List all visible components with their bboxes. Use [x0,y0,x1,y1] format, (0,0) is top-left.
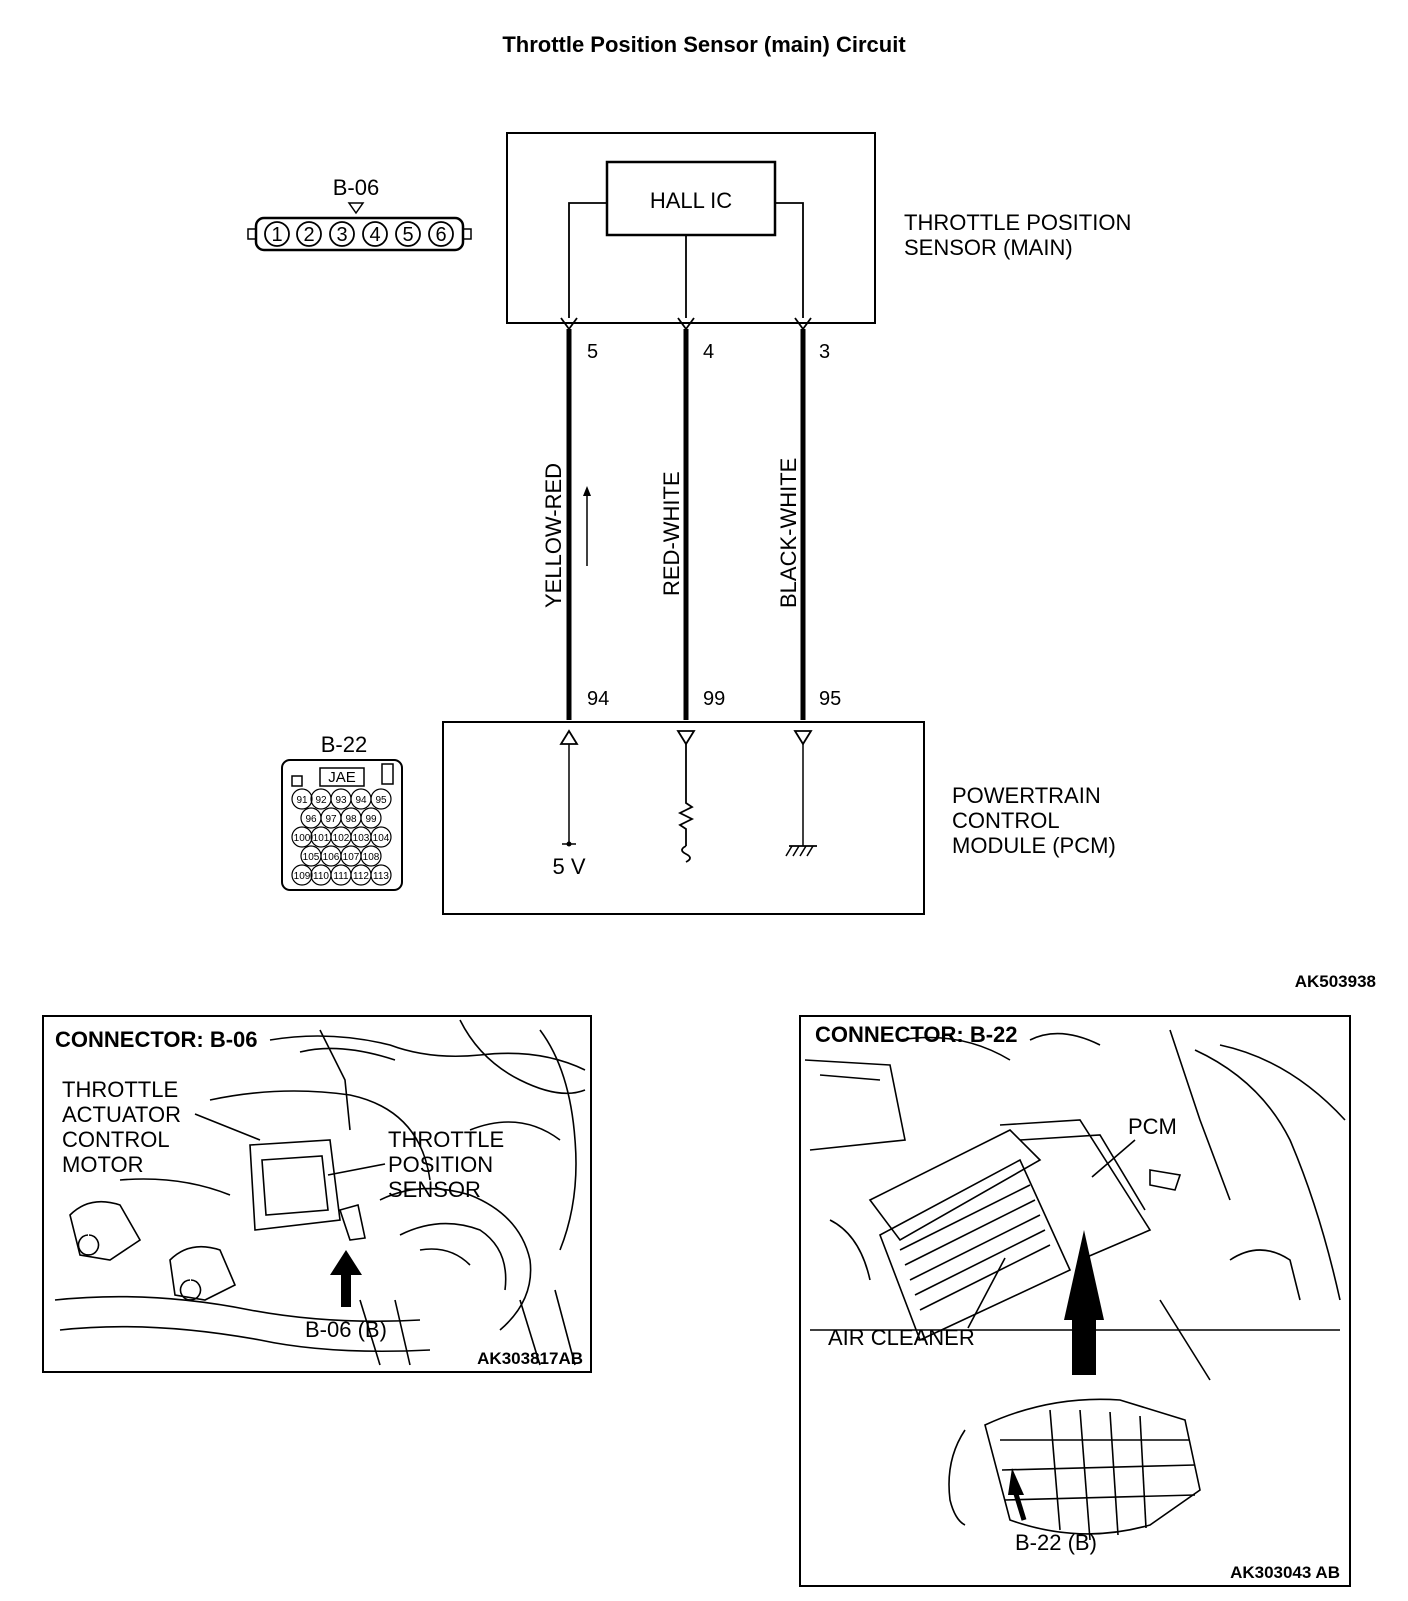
callout-label: AIR CLEANER [828,1325,975,1350]
b22-pin: 104 [373,833,390,844]
photo-panel-b22: CONNECTOR: B-22 PCM AIR CLEANER B-22 (B)… [799,1015,1351,1587]
panel-heading: CONNECTOR: B-06 [55,1027,258,1052]
throttle-position-sensor: HALL IC THROTTLE POSITION SENSOR (MAIN) [506,132,1131,331]
engine-bay-illustration [804,1029,1346,1541]
callout-label: THROTTLE [62,1077,178,1102]
photo-panel-b06: CONNECTOR: B-06 THROTTLE ACTUATOR CONTRO… [42,1015,592,1373]
connector-b22-pin-numbers: 91 92 93 94 95 96 97 98 99 100 101 102 1… [294,795,390,882]
input-arrow-icon [559,729,579,745]
callout-label: POSITION [388,1152,493,1177]
connector-b06: B-06 1 2 3 4 5 6 [247,175,472,252]
b22-pin: 97 [325,814,337,825]
callout-label: MOTOR [62,1152,143,1177]
wire-color-label: BLACK-WHITE [776,458,801,608]
b06-pin: 3 [336,224,347,246]
pcm-name: POWERTRAIN [952,783,1101,808]
connector-b06-pins: 1 2 3 4 5 6 [264,221,454,247]
b22-pin: 109 [294,871,311,882]
connector-b06-label: B-06 [333,175,379,200]
callout-connector: B-06 (B) [305,1317,387,1342]
callout-label: SENSOR [388,1177,481,1202]
b22-pin: 102 [333,833,350,844]
b22-pin: 96 [305,814,317,825]
wire-pin-sensor: 4 [703,341,714,363]
wire-pin-pcm: 95 [819,688,841,710]
wire-pin-sensor: 3 [819,341,830,363]
b06-pin: 2 [303,224,314,246]
pointer-arrow-icon [1008,1468,1024,1495]
pcm-name: CONTROL [952,808,1060,833]
b22-pin: 106 [323,852,340,863]
b22-pin: 108 [363,852,380,863]
pin-marker-icon [347,202,365,215]
connector-b22-label: B-22 [321,732,367,757]
sensor-name: SENSOR (MAIN) [904,235,1073,260]
b22-pin: 93 [335,795,347,806]
engine-bay-illustration [54,1019,586,1366]
wire-pin-pcm: 99 [703,688,725,710]
b22-pin: 110 [313,871,329,882]
panel-code: AK303043 AB [1230,1563,1340,1582]
callout-label: THROTTLE [388,1127,504,1152]
b22-pin: 111 [333,871,349,882]
callout-label: ACTUATOR [62,1102,181,1127]
output-arrow-icon [793,730,813,746]
callout-label: CONTROL [62,1127,170,1152]
page-title: Throttle Position Sensor (main) Circuit [502,32,906,57]
harness-wires: 5 4 3 YELLOW-RED RED-WHITE BLACK-WHITE 9… [541,329,841,720]
connector-b22-tag: JAE [328,769,356,786]
wire-color-label: RED-WHITE [659,471,684,596]
sensor-name: THROTTLE POSITION [904,210,1131,235]
b22-pin: 92 [315,795,327,806]
diagram-code: AK503938 [1295,972,1376,991]
b22-pin: 100 [294,833,311,844]
b22-pin: 107 [343,852,360,863]
b22-pin: 94 [355,795,367,806]
callout-connector: B-22 (B) [1015,1530,1097,1555]
b22-pin: 103 [353,833,370,844]
hall-ic-label: HALL IC [650,188,732,213]
pcm-supply-voltage: 5 V [552,854,585,879]
wire-color-label: YELLOW-RED [541,463,566,608]
b06-pin: 4 [369,224,380,246]
b06-pin: 1 [271,224,282,246]
b22-pin: 101 [313,833,330,844]
powertrain-control-module: 5 V POWERTRAIN CONTROL MODULE (PCM) [442,721,1116,915]
connector-b22: B-22 JAE 91 92 93 94 95 96 97 98 99 100 … [281,732,403,891]
b22-pin: 112 [353,871,369,882]
b22-pin: 99 [365,814,377,825]
hall-ic-box [605,160,777,237]
b06-pin: 6 [435,224,446,246]
wire-pin-sensor: 5 [587,341,598,363]
b22-pin: 113 [373,871,389,882]
connector-b22-pins [291,788,392,886]
panel-code: AK303817AB [477,1349,583,1368]
resistor-icon [677,744,695,846]
pcm-box [442,721,925,915]
wire-pin-pcm: 94 [587,688,609,710]
output-arrow-icon [676,730,696,746]
b06-pin: 5 [402,224,413,246]
panel-heading: CONNECTOR: B-22 [815,1022,1018,1047]
current-flow-arrow-icon [583,486,591,566]
pcm-name: MODULE (PCM) [952,833,1116,858]
b22-pin: 91 [296,795,308,806]
callout-label: PCM [1128,1114,1177,1139]
pointer-arrow-icon [330,1250,362,1275]
b22-pin: 98 [345,814,357,825]
ground-icon [785,845,817,857]
b22-pin: 95 [375,795,387,806]
b22-pin: 105 [303,852,320,863]
